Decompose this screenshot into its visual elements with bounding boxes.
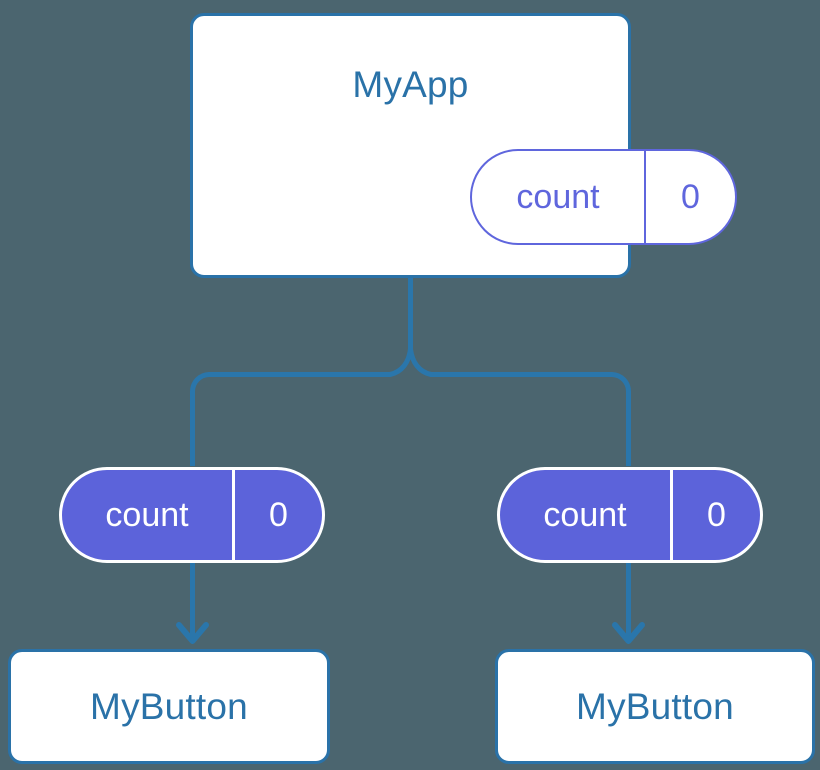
arrowhead-left (176, 622, 209, 644)
state-key: count (500, 470, 673, 560)
component-card-myapp[interactable]: MyApp count 0 (190, 13, 737, 278)
state-value: 0 (269, 496, 288, 534)
component-title-myapp: MyApp (352, 64, 469, 105)
component-title-mybutton: MyButton (90, 686, 248, 727)
state-value: 0 (681, 178, 700, 216)
state-key: count (472, 151, 646, 243)
component-title-mybutton: MyButton (576, 686, 734, 727)
state-pill-right-branch[interactable]: count 0 (497, 467, 763, 563)
wire-branch-left (190, 348, 413, 466)
state-key: count (62, 470, 235, 560)
arrowhead-right (612, 622, 645, 644)
state-pill-myapp[interactable]: count 0 (470, 149, 737, 245)
wire-branch-right (408, 348, 631, 466)
component-card-mybutton-right[interactable]: MyButton (495, 649, 815, 764)
state-value: 0 (707, 496, 726, 534)
component-card-mybutton-left[interactable]: MyButton (8, 649, 330, 764)
state-pill-left-branch[interactable]: count 0 (59, 467, 325, 563)
